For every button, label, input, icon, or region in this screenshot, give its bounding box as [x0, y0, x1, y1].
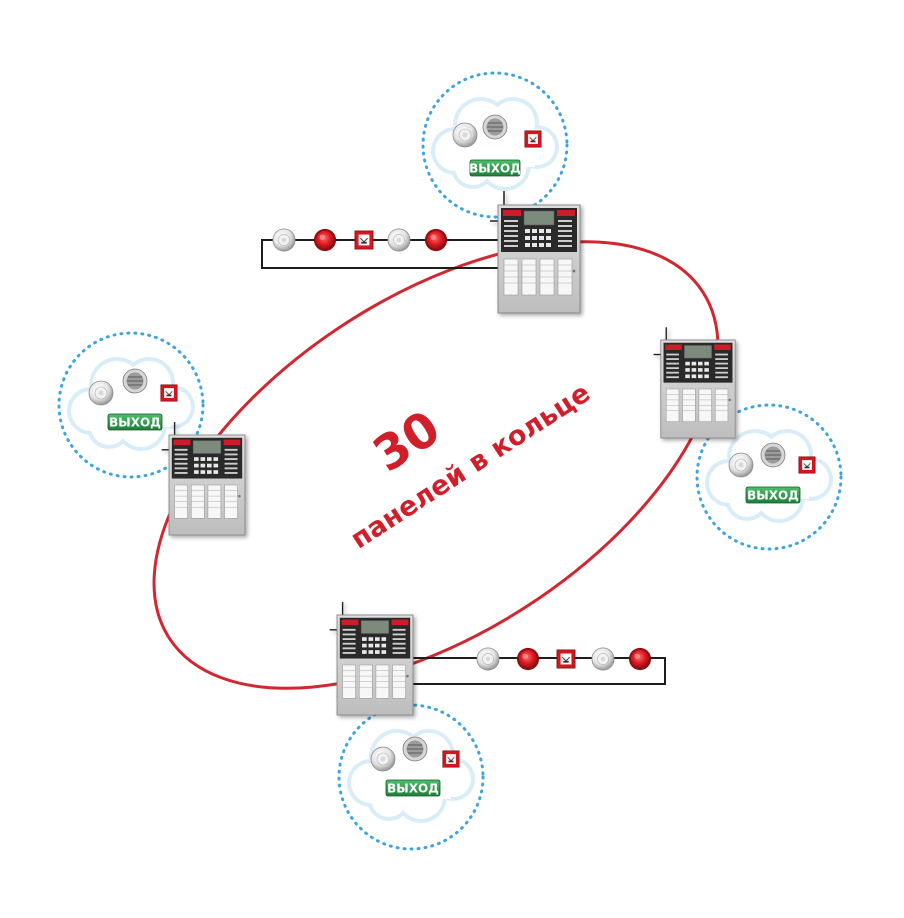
control-panel-left — [160, 421, 246, 536]
exit-sign-label: ВЫХОД — [747, 489, 799, 503]
exit-sign-label: ВЫХОД — [387, 782, 439, 796]
smoke-detector-icon — [591, 647, 615, 671]
smoke-detector-icon — [88, 380, 114, 406]
siren-icon — [628, 647, 652, 671]
smoke-detector-icon — [452, 122, 478, 148]
exit-sign: ВЫХОД — [385, 779, 441, 797]
smoke-detector-icon — [370, 746, 396, 772]
siren-icon — [313, 228, 337, 252]
smoke-detector-icon — [272, 228, 296, 252]
bottom-device-line — [412, 647, 666, 685]
sounder-icon — [402, 736, 428, 762]
control-panel-right — [652, 326, 736, 439]
siren-icon — [424, 228, 448, 252]
exit-sign-label: ВЫХОД — [109, 416, 161, 430]
manual-call-point-icon — [524, 130, 542, 148]
siren-icon — [516, 647, 540, 671]
cloud-right: ВЫХОД — [695, 403, 843, 551]
cloud-bottom: ВЫХОД — [337, 703, 485, 851]
smoke-detector-icon — [476, 647, 500, 671]
exit-sign: ВЫХОД — [745, 486, 801, 504]
cloud-top: ВЫХОД — [421, 71, 569, 219]
control-panel-top — [489, 190, 581, 314]
smoke-detector-icon — [387, 228, 411, 252]
manual-call-point-icon — [354, 230, 374, 250]
exit-sign-label: ВЫХОД — [469, 162, 521, 176]
exit-sign: ВЫХОД — [107, 413, 163, 431]
top-device-line — [261, 228, 500, 269]
exit-sign: ВЫХОД — [469, 159, 521, 177]
manual-call-point-icon — [556, 649, 576, 669]
manual-call-point-icon — [798, 456, 816, 474]
cloud-left: ВЫХОД — [57, 331, 205, 479]
loop-ring — [152, 240, 720, 690]
sounder-icon — [122, 368, 148, 394]
manual-call-point-icon — [442, 750, 460, 768]
control-panel-bottom — [328, 601, 414, 716]
sounder-icon — [760, 442, 786, 468]
sounder-icon — [482, 114, 508, 140]
manual-call-point-icon — [160, 384, 178, 402]
smoke-detector-icon — [728, 452, 754, 478]
ring-caption: 30 панелей в кольце — [345, 377, 596, 555]
